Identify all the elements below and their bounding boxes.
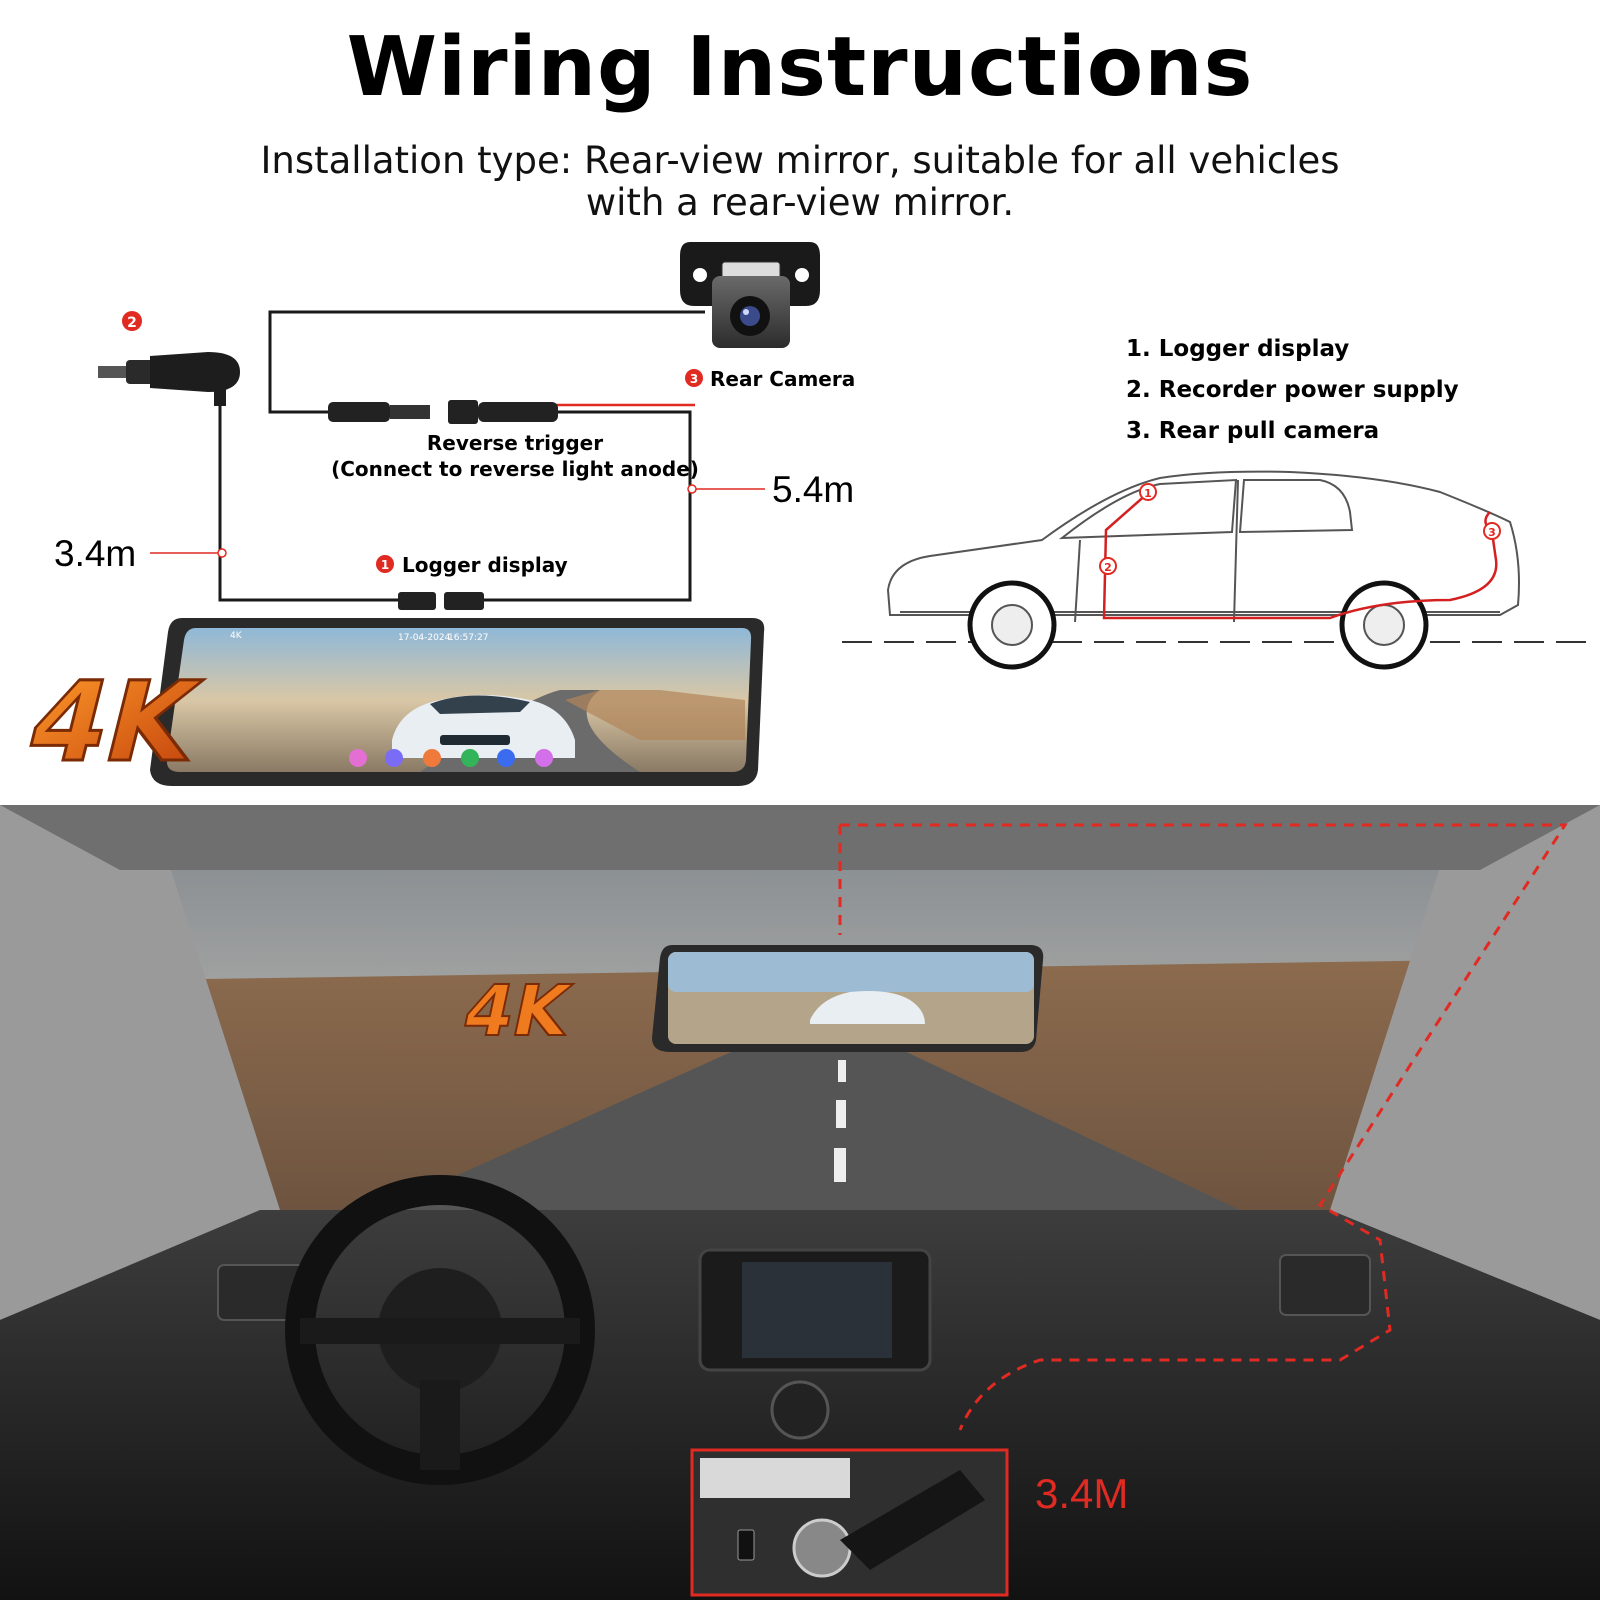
cable-connector-female	[448, 400, 558, 424]
car-marker-3: 3	[1488, 526, 1496, 539]
display-connector	[398, 592, 484, 610]
video-icon	[385, 749, 403, 767]
legend-item-2: 2. Recorder power supply	[1126, 377, 1459, 403]
screen-4k-graphic: 4K	[16, 659, 213, 787]
page-title: Wiring Instructions	[346, 20, 1254, 115]
rear-camera-wire	[470, 410, 692, 602]
subtitle-line-1: Installation type: Rear-view mirror, sui…	[260, 139, 1340, 182]
legend: 1. Logger display 2. Recorder power supp…	[1126, 336, 1459, 444]
screen-app-icons	[349, 749, 553, 767]
headliner	[0, 805, 1600, 870]
steering-wheel	[285, 1175, 595, 1485]
car-interior-photo: 4K 3.4M	[0, 805, 1600, 1600]
wiring-diagram: 2 3 Rear Camera Reverse trigger (Connect…	[14, 242, 1590, 788]
car-markers: 1 2 3	[1099, 483, 1501, 575]
interior-mirror: 4K	[455, 945, 1044, 1053]
lock-icon	[497, 749, 515, 767]
rear-camera-label: Rear Camera	[710, 367, 855, 391]
screen-badge: 4K	[230, 631, 243, 641]
mirror-4k-graphic: 4K	[456, 970, 579, 1052]
badge-display: 1	[381, 558, 389, 572]
car-marker-2: 2	[1104, 561, 1112, 574]
a-pillar-right	[1330, 805, 1600, 1320]
camera-icon	[423, 749, 441, 767]
road-centerline	[834, 1060, 846, 1182]
car-windows	[1058, 478, 1354, 540]
road	[380, 1030, 1240, 1210]
car-side-diagram	[842, 470, 1590, 670]
screen-date: 17-04-2024	[398, 633, 451, 643]
cable-length-rear: 5.4m	[772, 469, 854, 510]
wires	[218, 310, 705, 602]
legend-item-3: 3. Rear pull camera	[1126, 418, 1379, 444]
reverse-trigger-note: (Connect to reverse light anode)	[331, 457, 699, 481]
screen-car-graphic	[392, 695, 575, 758]
cable-length-power: 3.4m	[54, 533, 136, 574]
cable-connector-male	[328, 402, 430, 422]
car-marker-1: 1	[1144, 487, 1152, 500]
badge-camera: 3	[690, 372, 698, 386]
legend-item-1: 1. Logger display	[1126, 336, 1349, 362]
socket-cable-length: 3.4M	[1035, 1470, 1128, 1517]
power-cable	[218, 395, 400, 602]
rear-camera-icon	[680, 242, 820, 348]
reverse-trigger-label: Reverse trigger	[427, 431, 603, 455]
a-pillar-left	[0, 805, 280, 1320]
camera-cable	[268, 310, 705, 414]
logger-display-label: Logger display	[402, 553, 568, 577]
cable-route-dashed	[838, 823, 1568, 1431]
car-charger-icon	[98, 352, 240, 406]
microphone-icon	[461, 749, 479, 767]
subtitle: Installation type: Rear-view mirror, sui…	[200, 140, 1400, 224]
socket-callout	[690, 1448, 1009, 1597]
home-icon	[349, 749, 367, 767]
car-body-outline	[886, 470, 1520, 616]
subtitle-line-2: with a rear-view mirror.	[585, 181, 1015, 224]
screen-time: 16:57:27	[448, 633, 488, 643]
mirror-display: 4K 4K 17-04-2024 16:57:27	[14, 618, 765, 788]
settings-icon	[535, 749, 553, 767]
badge-power: 2	[127, 315, 137, 331]
